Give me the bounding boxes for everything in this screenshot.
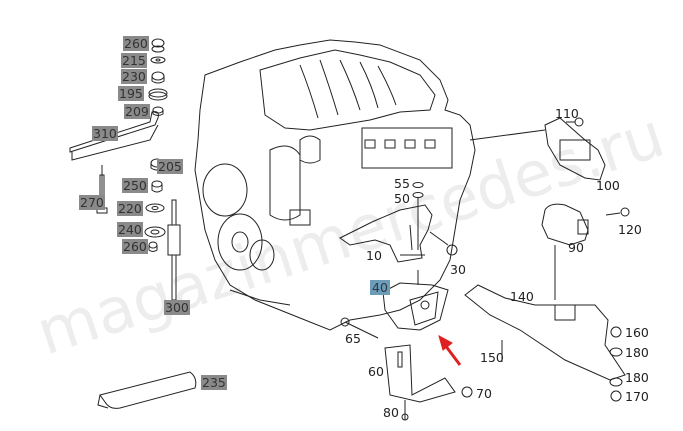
part-label-10[interactable]: 10 — [366, 248, 382, 263]
part-label-235[interactable]: 235 — [201, 375, 227, 390]
part-label-230[interactable]: 230 — [121, 69, 147, 84]
part-label-170[interactable]: 170 — [625, 389, 649, 404]
part-label-260[interactable]: 260 — [123, 36, 149, 51]
part-label-50[interactable]: 50 — [394, 191, 410, 206]
part-label-260-lower[interactable]: 260 — [122, 239, 148, 254]
part-label-150[interactable]: 150 — [480, 350, 504, 365]
plate-235 — [97, 371, 197, 409]
part-label-240[interactable]: 240 — [117, 222, 143, 237]
part-label-180[interactable]: 180 — [625, 345, 649, 360]
crossmember-140 — [464, 284, 626, 402]
part-label-80[interactable]: 80 — [383, 405, 399, 420]
part-label-160[interactable]: 160 — [625, 325, 649, 340]
part-label-220[interactable]: 220 — [117, 201, 143, 216]
red-arrow — [438, 334, 462, 366]
transmission-mount-90 — [541, 203, 630, 300]
engine-mount-40 — [382, 270, 449, 331]
part-label-65[interactable]: 65 — [345, 331, 361, 346]
part-label-60[interactable]: 60 — [368, 364, 384, 379]
part-label-110[interactable]: 110 — [555, 106, 579, 121]
part-label-300[interactable]: 300 — [164, 300, 190, 315]
part-label-180-lower[interactable]: 180 — [625, 370, 649, 385]
part-label-120[interactable]: 120 — [618, 222, 642, 237]
part-label-30[interactable]: 30 — [450, 262, 466, 277]
rear-bracket-100 — [469, 117, 606, 181]
bracket-60 — [340, 317, 473, 421]
part-label-40-selected[interactable]: 40 — [370, 280, 390, 295]
part-label-55[interactable]: 55 — [394, 176, 410, 191]
part-label-310[interactable]: 310 — [92, 126, 118, 141]
part-label-90[interactable]: 90 — [568, 240, 584, 255]
part-label-209[interactable]: 209 — [124, 104, 150, 119]
part-label-140[interactable]: 140 — [510, 289, 534, 304]
left-parts-stack — [69, 38, 181, 301]
part-label-195[interactable]: 195 — [118, 86, 144, 101]
part-label-70[interactable]: 70 — [476, 386, 492, 401]
part-label-215[interactable]: 215 — [121, 53, 147, 68]
part-label-250[interactable]: 250 — [122, 178, 148, 193]
engine-block — [194, 39, 476, 331]
part-label-100[interactable]: 100 — [596, 178, 620, 193]
part-label-205[interactable]: 205 — [157, 159, 183, 174]
part-label-270[interactable]: 270 — [79, 195, 105, 210]
engine-bracket-10 — [339, 182, 458, 263]
